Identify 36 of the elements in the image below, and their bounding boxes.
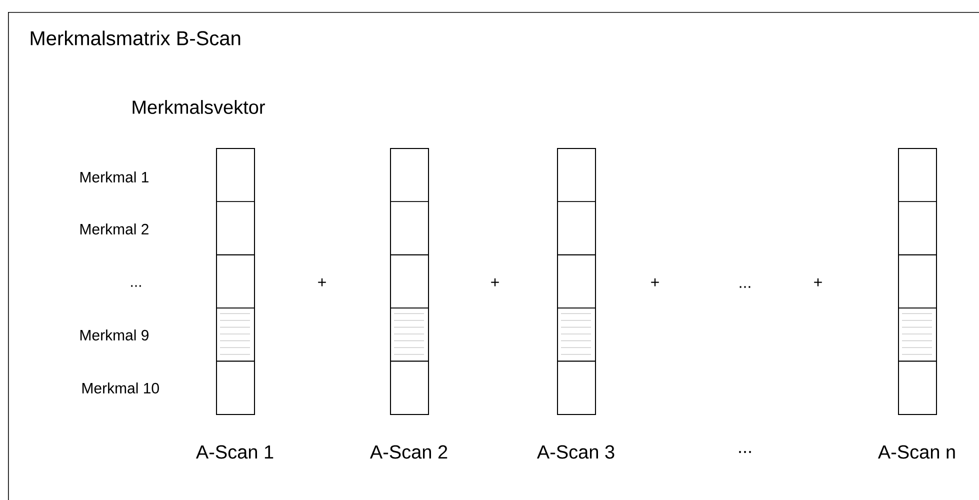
label-text: ...	[739, 451, 751, 453]
hatched-cell	[557, 308, 596, 362]
feature-cell	[898, 360, 937, 415]
feature-cell	[390, 254, 429, 308]
hatched-cell	[390, 308, 429, 362]
feature-cell	[557, 360, 596, 415]
hatched-cell	[216, 308, 255, 362]
feature-cell	[898, 148, 937, 202]
feature-cell	[557, 254, 596, 308]
feature-cell	[216, 254, 255, 308]
label-text: ...	[131, 285, 141, 287]
feature-cell	[216, 360, 255, 415]
column-caption: A-Scan n	[878, 445, 955, 459]
label-text: Merkmal 10	[82, 382, 159, 394]
label-text: Merkmal 9	[80, 329, 148, 340]
hatched-cell	[898, 308, 937, 362]
label-text: Merkmalsvektor	[132, 100, 265, 114]
feature-cell	[216, 148, 255, 202]
feature-cell	[390, 201, 429, 256]
label-text: +	[651, 278, 659, 286]
feature-cell	[390, 148, 429, 202]
feature-cell	[216, 201, 255, 256]
feature-cell	[898, 254, 937, 308]
label-text: Merkmal 2	[80, 224, 148, 234]
column-caption: A-Scan 3	[536, 445, 614, 459]
feature-cell	[557, 201, 596, 256]
label-text: Merkmal 1	[80, 172, 148, 182]
label-text: +	[814, 278, 822, 286]
feature-cell	[898, 201, 937, 256]
label-text: +	[318, 278, 326, 286]
feature-cell	[390, 360, 429, 415]
label-text: ...	[740, 286, 750, 288]
feature-cell	[557, 148, 596, 202]
column-caption: A-Scan 2	[370, 445, 448, 459]
label-text: +	[491, 278, 499, 286]
column-caption: A-Scan 1	[196, 445, 274, 459]
